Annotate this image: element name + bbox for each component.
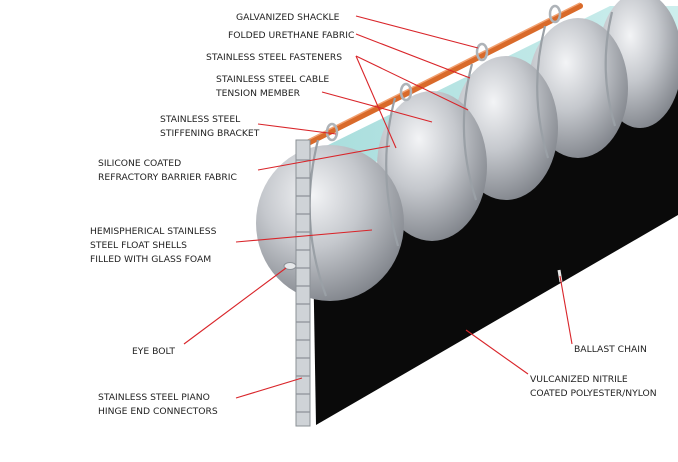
leader-lines — [183, 15, 573, 399]
label-cable-tension-line1: STAINLESS STEEL CABLE — [216, 74, 329, 85]
stiffening-brackets — [308, 11, 617, 297]
label-silicone-fabric-line1: SILICONE COATED — [98, 158, 181, 169]
label-galvanized-shackle: GALVANIZED SHACKLE — [236, 12, 340, 23]
skirt-fabric — [312, 72, 678, 425]
label-folded-urethane-fabric: FOLDED URETHANE FABRIC — [228, 30, 354, 41]
label-vulcanized-line1: VULCANIZED NITRILE — [530, 374, 628, 385]
label-piano-hinge-line2: HINGE END CONNECTORS — [98, 406, 218, 417]
label-cable-tension-line2: TENSION MEMBER — [215, 88, 301, 99]
label-silicone-fabric-line2: REFRACTORY BARRIER FABRIC — [98, 172, 237, 183]
cable-tension-member — [297, 3, 583, 150]
galvanized-shackles — [325, 4, 562, 142]
float-shells — [256, 0, 678, 301]
label-stiffening-bracket-line1: STAINLESS STEEL — [160, 114, 241, 125]
label-eye-bolt: EYE BOLT — [132, 346, 175, 357]
label-float-shells-line1: HEMISPHERICAL STAINLESS — [90, 226, 217, 237]
piano-hinge-connector — [295, 139, 311, 427]
callout-labels: GALVANIZED SHACKLE FOLDED URETHANE FABRI… — [90, 12, 657, 417]
label-float-shells-line2: STEEL FLOAT SHELLS — [90, 240, 187, 251]
label-float-shells-line3: FILLED WITH GLASS FOAM — [90, 254, 211, 265]
label-vulcanized-line2: COATED POLYESTER/NYLON — [530, 388, 657, 399]
label-stiffening-bracket-line2: STIFFENING BRACKET — [160, 128, 260, 139]
eye-bolt — [283, 262, 297, 270]
label-stainless-steel-fasteners: STAINLESS STEEL FASTENERS — [206, 52, 342, 63]
label-ballast-chain: BALLAST CHAIN — [574, 344, 647, 355]
float-shell — [256, 145, 404, 301]
float-shell — [377, 91, 487, 241]
label-piano-hinge-line1: STAINLESS STEEL PIANO — [98, 392, 210, 403]
